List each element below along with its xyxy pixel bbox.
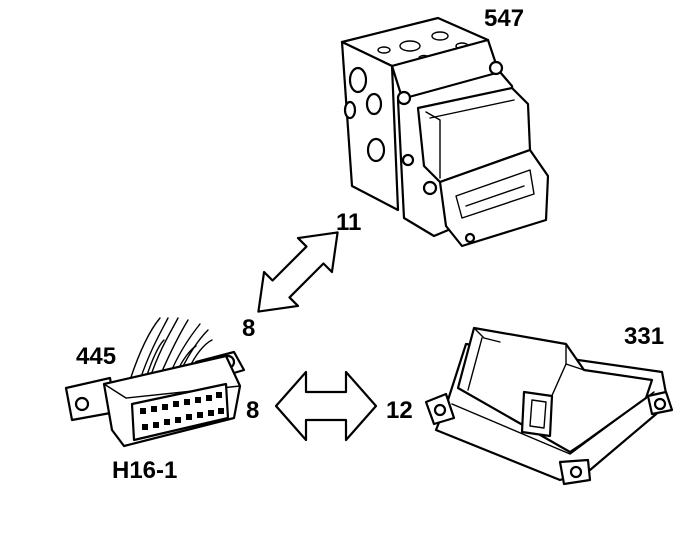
upper-arrow-bottom-label: 8: [242, 315, 255, 342]
connector-id-label: H16-1: [112, 457, 177, 484]
airbag-module-label: 331: [624, 323, 664, 350]
obd-connector-label: 445: [76, 343, 116, 370]
abs-hydraulic-unit: [340, 16, 550, 248]
upper-double-arrow: [257, 231, 339, 313]
obd-connector: [64, 317, 246, 448]
upper-arrow-top-label: 11: [336, 209, 361, 236]
lower-double-arrow: [274, 370, 378, 442]
lower-arrow-right-label: 12: [386, 397, 413, 424]
lower-arrow-left-label: 8: [246, 397, 259, 424]
airbag-control-module: [424, 326, 674, 486]
abs-unit-label: 547: [484, 5, 524, 32]
